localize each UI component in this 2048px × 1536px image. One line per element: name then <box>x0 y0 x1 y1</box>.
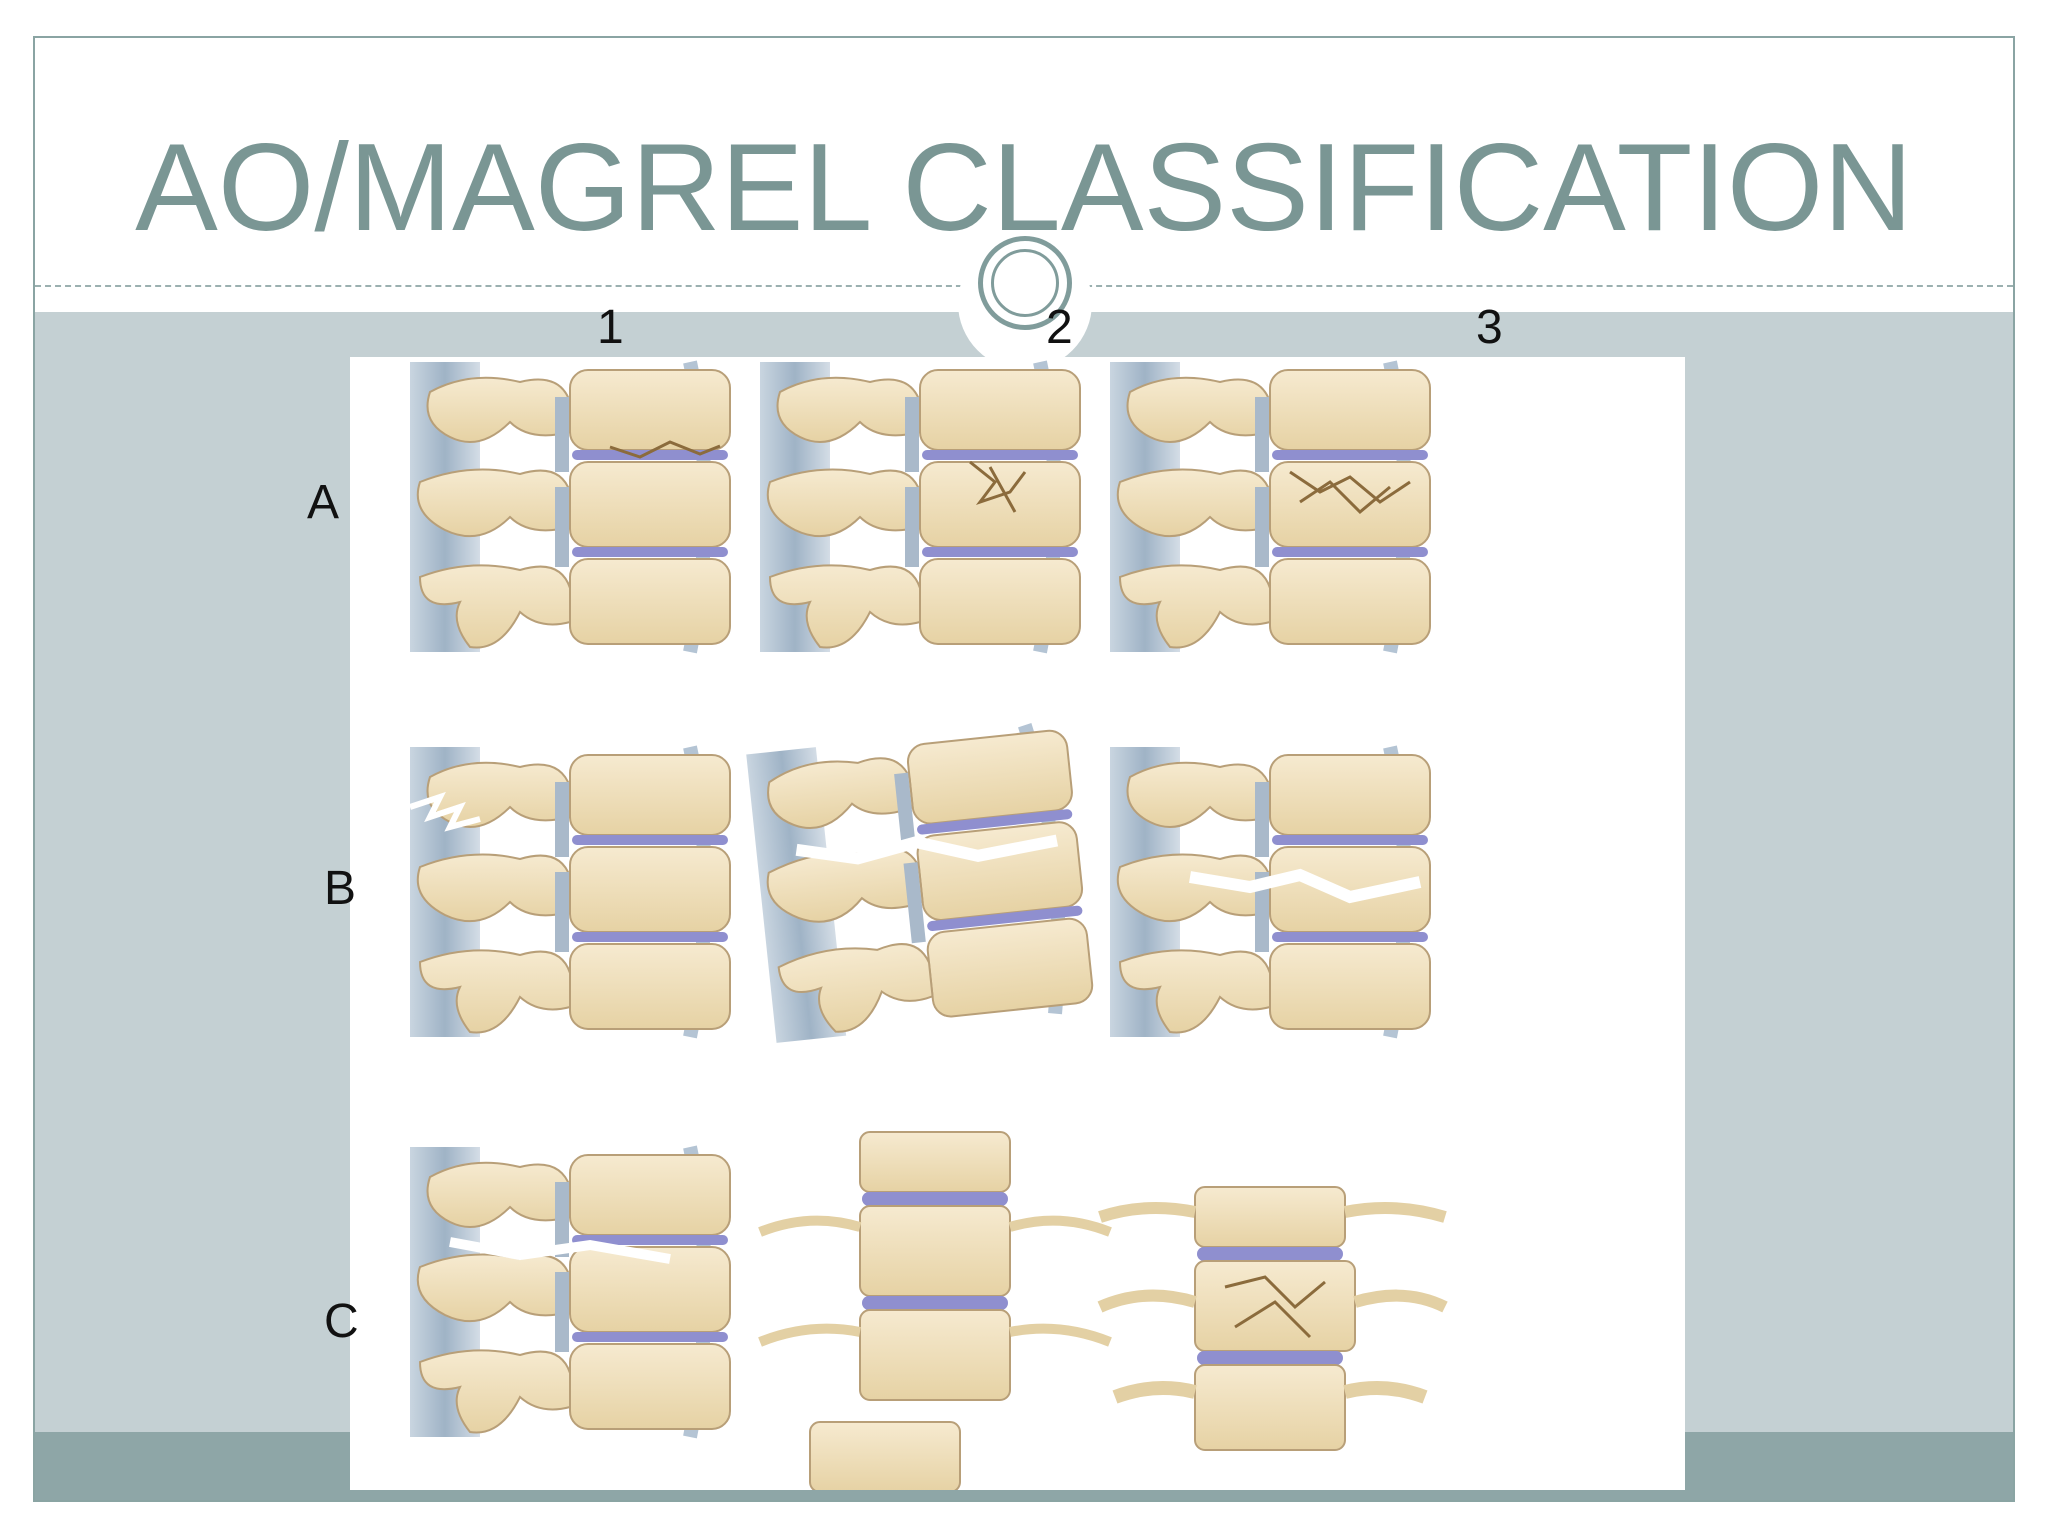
classification-figure <box>350 357 1685 1490</box>
illustration-c1 <box>410 1147 730 1437</box>
illustration-b2 <box>746 721 1095 1043</box>
vertebra-illustration-grid <box>350 357 1448 1490</box>
column-label-1: 1 <box>597 301 624 354</box>
row-label-b: B <box>324 862 357 915</box>
slide-title: AO/MAGREL CLASSIFICATION <box>135 119 1913 257</box>
illustration-c3 <box>1097 1186 1448 1451</box>
column-label-3: 3 <box>1476 301 1503 354</box>
row-label-a: A <box>307 476 340 529</box>
illustration-c2 <box>760 1132 1110 1490</box>
title-divider-inner-circle <box>991 249 1059 317</box>
column-label-2: 2 <box>1046 301 1073 354</box>
illustration-a2 <box>760 362 1080 652</box>
illustration-a3 <box>1110 362 1430 652</box>
illustration-b1 <box>410 747 730 1037</box>
illustration-b3 <box>1110 747 1430 1037</box>
illustration-a1 <box>410 362 730 652</box>
title-divider-circle-icon <box>978 236 1072 330</box>
row-label-c: C <box>324 1295 359 1348</box>
